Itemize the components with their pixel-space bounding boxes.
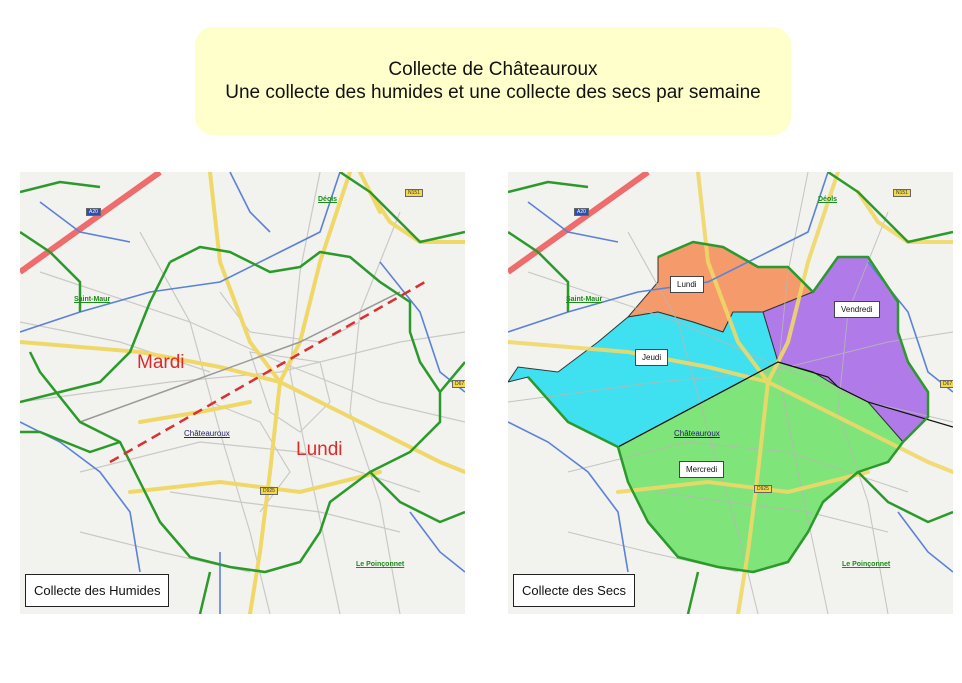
title-line-1: Collecte de Châteauroux [388, 59, 598, 80]
map-secs[interactable]: A20 N151 D925 D67 Déols Saint-Maur Châte… [508, 172, 953, 614]
title-line-2: Une collecte des humides et une collecte… [225, 82, 761, 103]
zone-label-vendredi: Vendredi [834, 301, 880, 318]
collection-divider-line [109, 280, 426, 464]
zone-label-jeudi: Jeudi [635, 349, 669, 366]
place-deols: Déols [818, 196, 838, 203]
shield-d925: D925 [754, 485, 772, 493]
place-le-poinconnet: Le Poinçonnet [356, 561, 405, 568]
shield-d67: D67 [452, 380, 465, 388]
place-chateauroux: Châteauroux [184, 429, 230, 438]
place-le-poinconnet: Le Poinçonnet [842, 561, 891, 568]
map-humides-canvas [20, 172, 465, 614]
title-banner: Collecte de Châteauroux Une collecte des… [195, 27, 791, 135]
shield-a20: A20 [86, 208, 101, 216]
commune-boundaries [20, 172, 465, 614]
shield-n151: N151 [405, 189, 423, 197]
highway-a20 [508, 172, 650, 275]
place-deols: Déols [318, 196, 338, 203]
shield-d67: D67 [940, 380, 953, 388]
legend-secs: Collecte des Secs [513, 574, 636, 607]
label-lundi: Lundi [296, 439, 343, 460]
label-mardi: Mardi [137, 352, 185, 373]
zone-label-mercredi: Mercredi [679, 461, 725, 478]
shield-n151: N151 [893, 189, 911, 197]
zone-label-lundi: Lundi [670, 276, 704, 293]
place-chateauroux: Châteauroux [674, 429, 720, 438]
commune-boundaries [508, 172, 953, 614]
shield-d925: D925 [260, 487, 278, 495]
place-saint-maur: Saint-Maur [74, 296, 111, 303]
map-secs-canvas [508, 172, 953, 614]
shield-a20: A20 [574, 208, 589, 216]
railway [79, 291, 401, 423]
zone-divider [617, 361, 839, 448]
minor-streets [508, 172, 953, 614]
map-humides[interactable]: A20 N151 D925 D67 Déols Saint-Maur Châte… [20, 172, 465, 614]
legend-humides: Collecte des Humides [25, 574, 170, 607]
highway-a20 [20, 172, 162, 275]
place-saint-maur: Saint-Maur [566, 296, 603, 303]
minor-streets [20, 172, 465, 614]
